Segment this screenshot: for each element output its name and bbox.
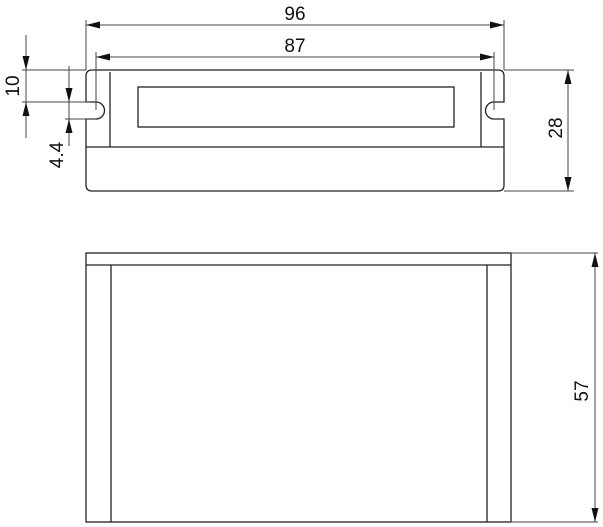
dim-label-4-4: 4.4 [47, 141, 68, 168]
top-view [85, 252, 512, 523]
dim-label-10: 10 [3, 75, 24, 96]
display-window [137, 86, 455, 128]
dim-label-87: 87 [284, 36, 305, 57]
dim-label-28: 28 [546, 117, 567, 138]
front-body-outline [85, 69, 505, 192]
dim-label-96: 96 [284, 4, 305, 25]
dim-depth: 57 [511, 252, 599, 523]
dim-slot-offset: 10 [3, 35, 90, 138]
dim-height: 28 [504, 69, 574, 192]
dim-label-57: 57 [572, 380, 593, 401]
dim-slot-width: 4.4 [47, 66, 96, 168]
dim-overall-width: 96 [85, 4, 505, 70]
dim-hole-spacing: 87 [95, 36, 495, 110]
top-body-outline [85, 252, 512, 523]
front-view [85, 69, 505, 192]
